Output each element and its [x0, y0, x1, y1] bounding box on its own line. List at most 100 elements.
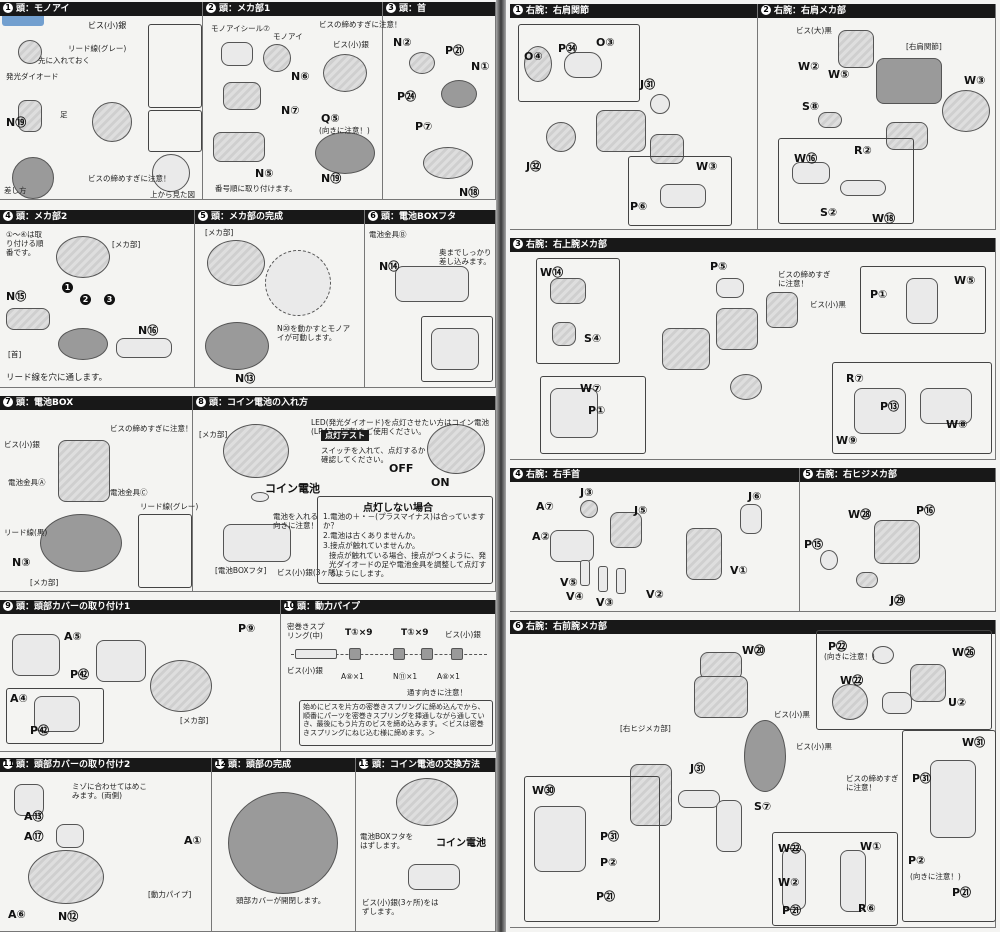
part-illustration — [856, 572, 878, 588]
note-text: 5 — [198, 211, 208, 221]
note-text: ビス(小)銀 — [333, 40, 369, 49]
part-label: J③ — [580, 486, 594, 499]
note-text: 1.電池の＋・－(プラスマイナス)は合っていますか？ — [323, 512, 486, 530]
note-text: 頭：コイン電池の入れ方 — [209, 398, 309, 408]
part-label: P② — [600, 856, 618, 869]
detail-box — [138, 514, 192, 588]
note-text: 頭：モノアイ — [16, 4, 70, 14]
part-label: N⑫ — [58, 910, 79, 923]
part-label: T①×9 — [401, 628, 429, 638]
detail-box — [518, 24, 640, 102]
part-label: N② — [393, 36, 412, 49]
part-illustration — [596, 110, 646, 152]
part-label: A⑦ — [536, 500, 554, 513]
part-label: N⑲ — [321, 172, 342, 185]
order-number: 3 — [104, 294, 115, 305]
part-label: W⑯ — [794, 152, 818, 165]
part-label: U② — [948, 696, 967, 709]
part-label: P① — [870, 288, 888, 301]
part-illustration — [441, 80, 477, 108]
part-illustration — [56, 824, 84, 848]
note-text: 頭：電池BOXフタ — [381, 212, 457, 222]
part-illustration — [840, 180, 886, 196]
part-illustration — [650, 94, 670, 114]
part-label: N⑯ — [138, 324, 159, 337]
note-text: ビス(大)黒 — [796, 26, 832, 35]
part-illustration — [766, 292, 798, 328]
note-text: 奥までしっかり差し込みます。 — [439, 248, 492, 266]
note-text: 2.電池は古くありませんか。 — [323, 531, 420, 540]
part-illustration — [546, 122, 576, 152]
note-text: モノアイシール⑦ — [211, 24, 270, 33]
part-label: A⑬ — [24, 810, 44, 823]
part-label: A① — [184, 834, 202, 847]
note-text: 先に入れておく — [38, 56, 91, 65]
assembly-line — [291, 654, 487, 655]
part-label: J㉛ — [690, 762, 706, 775]
note-text: 電池金具Ⓐ — [8, 478, 46, 487]
part-illustration — [451, 648, 463, 660]
note-text: 頭：動力パイプ — [297, 602, 361, 612]
note-text: ビス(小)黒 — [796, 742, 832, 751]
part-label: コイン電池 — [265, 482, 320, 495]
note-text: (向きに注意！) — [319, 126, 370, 135]
note-text: [動力パイプ] — [148, 890, 192, 899]
part-label: N⑭ — [379, 260, 400, 273]
part-label: O③ — [596, 36, 615, 49]
note-text: 4 — [513, 469, 523, 479]
part-label: S④ — [584, 332, 602, 345]
part-illustration — [550, 388, 598, 438]
note-text: [メカ部] — [30, 578, 59, 587]
part-illustration — [716, 278, 744, 298]
part-label: P㊷ — [30, 724, 50, 737]
part-illustration — [610, 512, 642, 548]
note-text: ①～④は取り付ける順番です。 — [6, 230, 44, 257]
note-text: リード線(グレー) — [68, 44, 127, 53]
part-label: P㊷ — [70, 668, 90, 681]
note-text: ビス(小)黒 — [810, 300, 846, 309]
note-text: 頭：頭部の完成 — [228, 760, 292, 770]
part-illustration — [18, 40, 42, 64]
note-text: [右肩関節] — [906, 42, 942, 51]
part-label: J㉜ — [526, 160, 542, 173]
part-illustration — [152, 154, 190, 192]
spring-part — [295, 649, 337, 659]
note-text: 頭：頭部カバーの取り付け1 — [16, 602, 131, 612]
part-illustration — [116, 338, 172, 358]
part-illustration — [58, 440, 110, 502]
part-label: 点灯しない場合 — [363, 503, 433, 514]
part-illustration — [820, 550, 838, 570]
note-text: 頭：メカ部2 — [16, 212, 68, 222]
part-illustration — [740, 504, 762, 534]
part-illustration — [14, 784, 44, 816]
part-illustration — [580, 560, 590, 586]
part-illustration — [874, 520, 920, 564]
note-text: 頭：電池BOX — [16, 398, 74, 408]
part-illustration — [409, 52, 435, 74]
part-label: P⑤ — [710, 260, 728, 273]
note-text: A⑧×1 — [437, 672, 460, 681]
part-illustration — [838, 30, 874, 68]
part-label: O④ — [524, 50, 543, 63]
part-label: S⑧ — [802, 100, 820, 113]
note-text: (向きに注意！) — [824, 652, 875, 661]
page-gutter — [496, 0, 506, 932]
note-text: 2 — [761, 5, 771, 15]
part-label: R⑦ — [846, 372, 864, 385]
part-illustration — [323, 54, 367, 92]
part-illustration — [205, 322, 269, 370]
part-illustration — [58, 328, 108, 360]
part-label: P⑯ — [916, 504, 936, 517]
part-label: P⑥ — [630, 200, 648, 213]
